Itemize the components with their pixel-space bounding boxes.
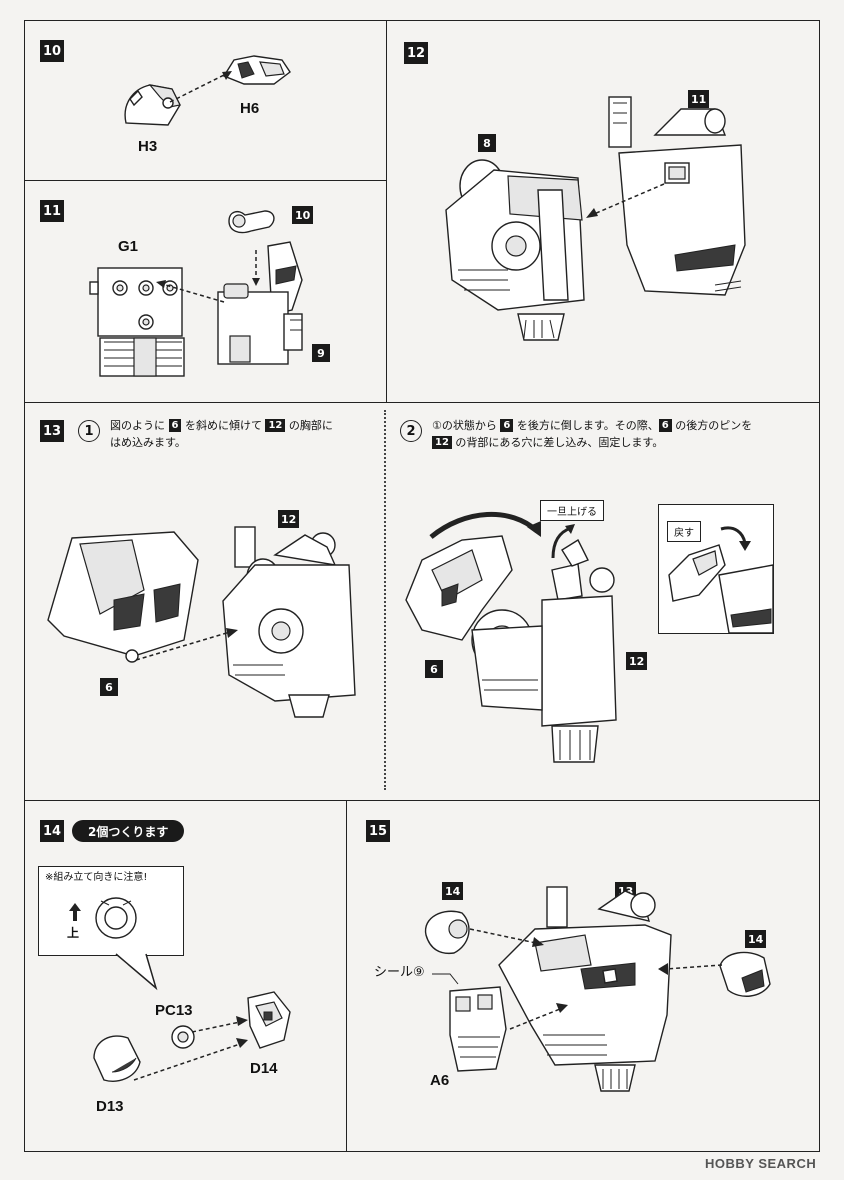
back-11-illustration [608,96,746,296]
step-number: 14 [40,820,65,842]
part-label: D14 [250,1060,278,1077]
part-d14-illustration [247,991,291,1049]
assembly-arrow [169,71,232,103]
part-label: H6 [240,100,260,117]
part-14-right-illustration [719,951,771,997]
assembly-arrow [156,250,260,303]
up-label: 上 [67,926,80,940]
part-ref-badge: 14 [745,930,767,948]
step-number: 10 [40,40,65,62]
bubble-note: ※組み立て向きに注意! [45,872,148,883]
part-ref-badge: 6 [425,660,443,678]
part-g1-illustration [89,267,185,377]
part-label: A6 [430,1072,450,1089]
pc13-top-view [95,897,137,939]
bubble-tail [115,953,158,991]
torso-8-illustration [445,159,585,341]
orientation-bubble: ※組み立て向きに注意! 上 [38,866,184,956]
seal-label: シール⑨ [374,965,425,980]
assembly-arrow [135,628,238,661]
seal-leader-line [432,973,459,985]
return-callout: 戻す [667,521,701,542]
divider [24,180,386,181]
quantity-note: 2個つくります [72,820,185,842]
step-number: 11 [40,200,65,222]
instruction-frame [24,20,820,1152]
detail-inset: 戻す [658,504,774,634]
dotted-divider [384,410,386,790]
instruction-text: ①の状態から 6 を後方に倒します。その際、6 の後方のピンを 12 の背部にあ… [432,419,753,449]
assembly-arrow [469,928,723,1030]
part-label: H3 [138,138,158,155]
divider [386,20,387,402]
part-h6-illustration [222,55,291,85]
part-ref-badge: 6 [100,678,118,696]
part-ref-badge: 8 [478,134,496,152]
sub-step-marker: 1 [78,420,100,442]
torso-13-illustration [498,886,672,1092]
instruction-text: 図のように 6 を斜めに傾けて 12 の胸部に はめ込みます。 [110,419,333,449]
watermark: HOBBY SEARCH [705,1156,817,1171]
part-pc13-illustration [171,1025,195,1049]
part-ref-badge: 12 [626,652,648,670]
part-10-illustration [228,210,275,234]
step-number: 15 [366,820,391,842]
torso-12-illustration [222,526,356,718]
step-number: 12 [404,42,429,64]
part-a6-illustration [449,986,507,1072]
part-d13-illustration [93,1035,141,1082]
part-label: PC13 [155,1002,193,1019]
part-ref-badge: 9 [312,344,330,362]
step-number: 13 [40,420,65,442]
part-ref-badge: 11 [688,90,710,108]
part-label: G1 [118,238,139,255]
lift-arrow [551,524,575,559]
part-ref-badge: 10 [292,206,314,224]
assembly-illustration [405,535,617,763]
assembly-arrow [586,183,665,218]
lift-callout: 一旦上げる [540,500,604,521]
detail-inset-drawing [668,526,773,633]
part-ref-badge: 12 [278,510,300,528]
up-arrow-icon [69,903,81,921]
part-label: D13 [96,1098,124,1115]
skirt-6-illustration [47,531,199,663]
part-9-illustration [217,241,303,365]
assembly-arrow [133,1016,248,1081]
part-14-left-illustration [424,910,470,955]
part-ref-badge: 14 [442,882,464,900]
sub-step-marker: 2 [400,420,422,442]
rotate-arrow [429,512,541,539]
divider [24,800,820,801]
divider [346,800,347,1152]
divider [24,402,820,403]
